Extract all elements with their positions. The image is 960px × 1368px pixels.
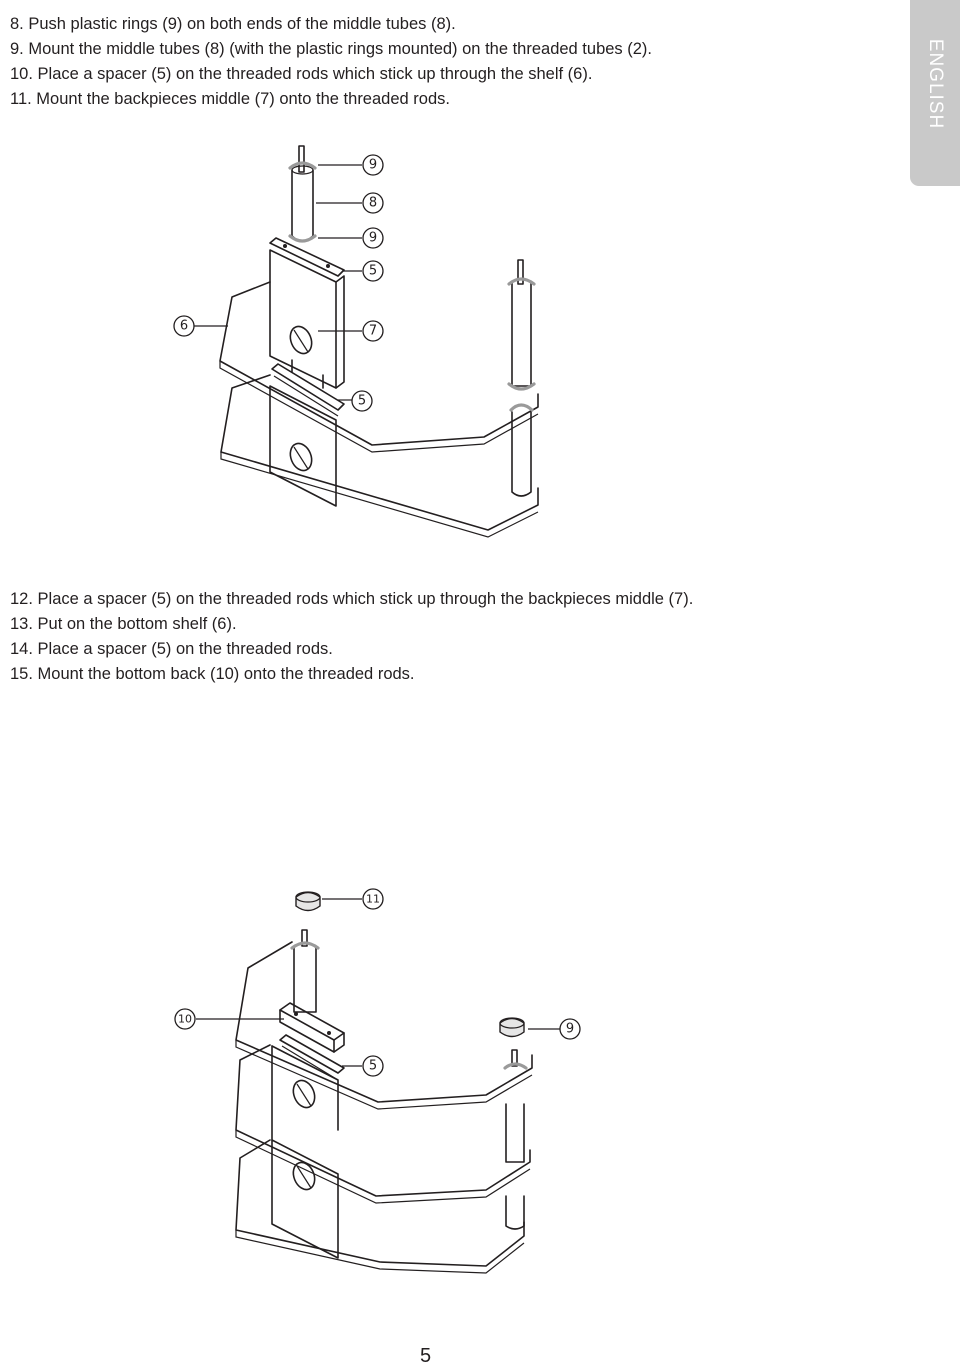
svg-text:7: 7 (369, 324, 377, 339)
svg-text:9: 9 (566, 1022, 574, 1037)
backpiece-bottom (271, 1139, 339, 1259)
plastic-ring (288, 161, 317, 170)
upper-shelf (219, 281, 539, 446)
backpiece-hole (289, 325, 313, 355)
svg-text:9: 9 (369, 158, 377, 173)
lower-shelf (220, 374, 539, 531)
upper-shelf-edge (219, 361, 539, 453)
middle-tube (291, 169, 314, 242)
hole-shade (296, 1165, 312, 1189)
svg-text:8: 8 (369, 196, 377, 211)
hole-shade (296, 1083, 312, 1107)
spacer (269, 237, 345, 277)
spacer-edge (273, 375, 339, 417)
svg-text:11: 11 (366, 893, 380, 906)
instruction-list-bottom: 12. Place a spacer (5) on the threaded r… (10, 587, 693, 687)
callout-8: 8 (362, 192, 384, 214)
svg-text:5: 5 (369, 264, 377, 279)
callout-7: 7 (362, 320, 384, 342)
instruction-step: 9. Mount the middle tubes (8) (with the … (10, 40, 653, 58)
callout-5: 5 (351, 390, 373, 412)
page-number: 5 (420, 1345, 432, 1367)
bottom-shelf-edge (235, 1230, 525, 1274)
lower-shelf-edge (220, 452, 539, 538)
threaded-rod (517, 259, 524, 285)
spacer (279, 1034, 345, 1074)
callout-10: 10 (174, 1008, 196, 1030)
callout-5: 5 (362, 260, 384, 282)
top-shelf (235, 941, 533, 1103)
spacer (279, 1002, 345, 1041)
plastic-ring (509, 403, 534, 412)
assembly-diagram-bottom: 11 10 9 5 (174, 888, 581, 1274)
instruction-step: 13. Put on the bottom shelf (6). (10, 615, 237, 633)
tube-top (291, 165, 314, 175)
spacer-side (333, 1032, 345, 1053)
assembly-diagram-top: 9 8 9 5 6 7 5 (173, 145, 539, 538)
backpiece (271, 1045, 339, 1131)
instruction-step: 10. Place a spacer (5) on the threaded r… (10, 65, 593, 83)
spacer-front (279, 1009, 335, 1053)
backpiece-hole (292, 1079, 316, 1109)
cap-top (295, 891, 321, 903)
language-tab: ENGLISH (910, 0, 960, 186)
spacer (271, 363, 345, 411)
language-tab-label: ENGLISH (925, 38, 946, 130)
backpiece-hole (292, 1161, 316, 1191)
svg-text:5: 5 (358, 394, 366, 409)
middle-shelf (235, 1044, 531, 1197)
instruction-step: 15. Mount the bottom back (10) onto the … (10, 665, 415, 683)
svg-text:10: 10 (178, 1013, 192, 1026)
backpiece-bottom (269, 385, 337, 507)
middle-tube (511, 281, 532, 387)
middle-tube (293, 945, 317, 1013)
threaded-rod (301, 929, 308, 947)
threaded-rod (511, 1049, 518, 1067)
screw-hole (327, 1031, 331, 1035)
plastic-ring (503, 1062, 528, 1070)
callout-11: 11 (362, 888, 384, 910)
svg-text:9: 9 (369, 231, 377, 246)
screw-hole (326, 264, 330, 268)
backpiece-hole (289, 442, 313, 472)
hole-shade (293, 446, 309, 470)
lower-tube (511, 411, 532, 497)
callout-5: 5 (362, 1055, 384, 1077)
callout-9: 9 (559, 1018, 581, 1040)
bottom-shelf (235, 1139, 525, 1267)
screw-hole (294, 1012, 298, 1016)
callout-6: 6 (173, 315, 195, 337)
threaded-rod (298, 145, 305, 173)
backpiece-side (335, 275, 345, 389)
top-shelf-edge (235, 1040, 533, 1110)
instruction-step: 8. Push plastic rings (9) on both ends o… (10, 15, 456, 33)
hole-shade (293, 329, 309, 353)
instruction-step: 12. Place a spacer (5) on the threaded r… (10, 590, 694, 608)
instruction-step: 14. Place a spacer (5) on the threaded r… (10, 640, 333, 658)
callout-9: 9 (362, 154, 384, 176)
callout-9: 9 (362, 227, 384, 249)
screw-hole (283, 244, 287, 248)
plastic-ring (288, 234, 317, 243)
plastic-ring (507, 277, 536, 286)
instruction-list-top: 8. Push plastic rings (9) on both ends o… (10, 12, 652, 112)
svg-text:5: 5 (369, 1059, 377, 1074)
plastic-ring (290, 941, 320, 950)
middle-tube (505, 1103, 525, 1163)
plastic-ring (507, 382, 536, 391)
svg-text:6: 6 (180, 319, 188, 334)
instruction-step: 11. Mount the backpieces middle (7) onto… (10, 90, 450, 108)
lower-tube (505, 1195, 525, 1230)
middle-shelf-edge (235, 1130, 531, 1204)
cap-top (499, 1017, 525, 1029)
